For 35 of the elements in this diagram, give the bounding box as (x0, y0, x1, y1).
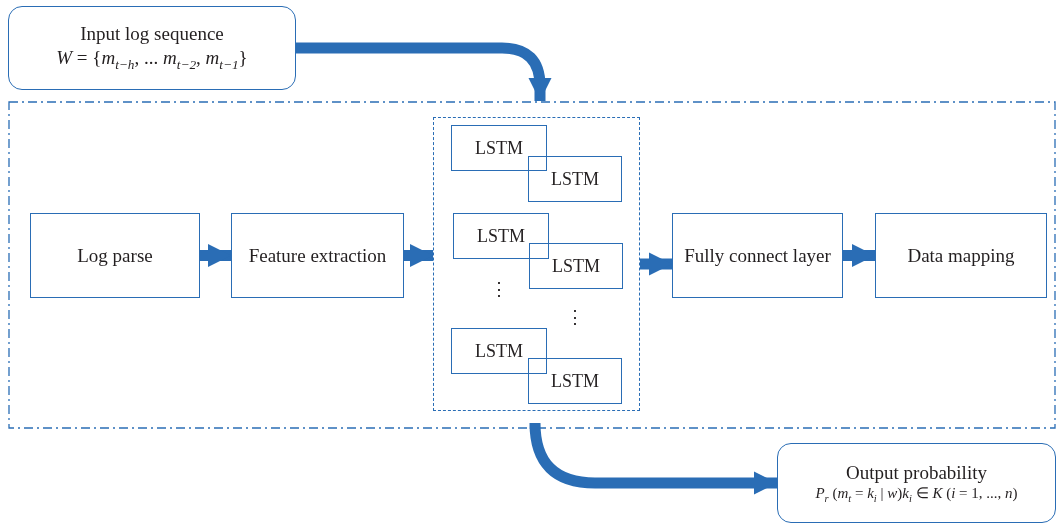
node-label: Fully connect layer (683, 243, 832, 268)
process-box (528, 358, 622, 404)
process-box (451, 328, 547, 374)
node-label: LSTM (476, 224, 526, 248)
block-arrow (640, 252, 672, 276)
block-arrow (200, 243, 231, 268)
block-arrow (296, 42, 552, 101)
dash-dot-boundary (8, 101, 1056, 429)
process-box (30, 213, 200, 298)
rounded-box (777, 443, 1056, 523)
dashed-group-box (433, 117, 640, 411)
process-box (672, 213, 843, 298)
formula-text: P$_{r}$ (m$_{t}$ = k$_{i}$ | w)k$_{i}$ ∈ K (i = 1, ..., n) (814, 484, 1019, 506)
process-box (528, 156, 622, 202)
ellipsis-dots: ⋮ (490, 280, 508, 298)
process-box (453, 213, 549, 259)
node-label: Input log sequence (79, 22, 225, 47)
process-box (451, 125, 547, 171)
formula-text: W = {m$_{t−h}$, ... m$_{t−2}$, m$_{t−1}$} (55, 46, 249, 74)
block-arrow (404, 243, 433, 268)
node-label: LSTM (474, 136, 524, 160)
node-label: Feature extraction (247, 243, 388, 268)
node-label: Data mapping (906, 243, 1016, 268)
node-label: LSTM (551, 254, 601, 278)
node-label: LSTM (550, 369, 600, 393)
process-box (529, 243, 623, 289)
node-label: LSTM (474, 339, 524, 363)
block-arrow (843, 243, 875, 268)
node-label: LSTM (550, 167, 600, 191)
node-label: Output probability (845, 460, 988, 485)
ellipsis-dots: ⋮ (566, 308, 584, 326)
node-label: Log parse (76, 243, 154, 268)
process-box (231, 213, 404, 298)
rounded-box (8, 6, 296, 90)
process-box (875, 213, 1047, 298)
